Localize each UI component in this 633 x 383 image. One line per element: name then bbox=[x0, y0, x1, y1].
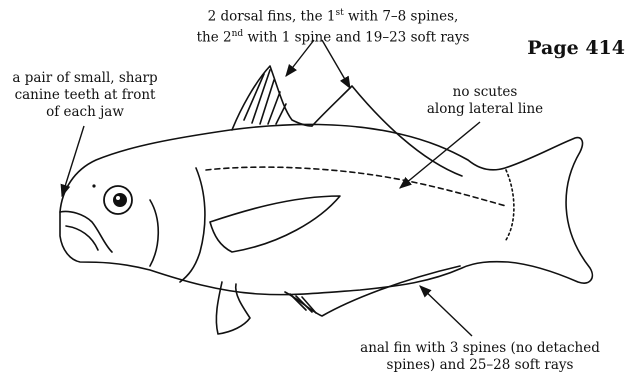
dorsal-arrow-1 bbox=[286, 40, 314, 76]
lateral-line bbox=[206, 167, 506, 206]
jaw bbox=[60, 211, 112, 252]
gill-cover bbox=[180, 168, 205, 282]
caudal-peduncle-line bbox=[506, 170, 514, 240]
dorsal-arrow-2 bbox=[322, 40, 350, 88]
anal-arrow bbox=[420, 286, 472, 336]
eye-pupil bbox=[113, 193, 127, 207]
scutes-arrow bbox=[400, 122, 480, 188]
teeth-arrow bbox=[62, 126, 84, 196]
nostril bbox=[92, 184, 95, 187]
pectoral-fin bbox=[210, 196, 340, 252]
